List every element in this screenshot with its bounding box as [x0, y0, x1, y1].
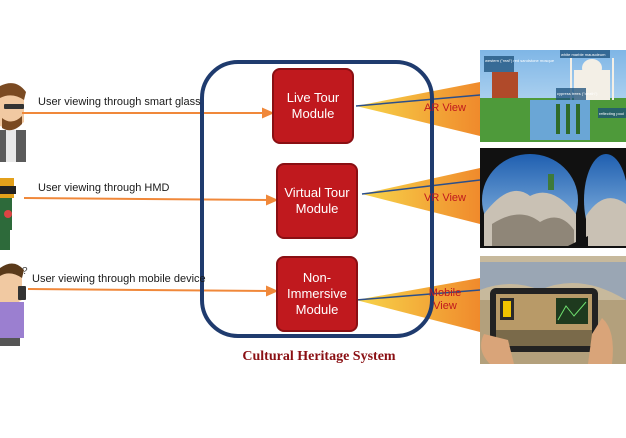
- cultural-heritage-system-box: [200, 60, 434, 338]
- svg-text:?: ?: [22, 266, 28, 277]
- ar-view-image: western ("real") red sandstone mosque wh…: [480, 50, 626, 142]
- live-tour-module: Live Tour Module: [272, 68, 354, 144]
- ar-annotation-mausoleum: white marble mausoleum: [561, 52, 606, 57]
- person-hmd-icon: [0, 178, 16, 250]
- view-label-mobile: Mobile View: [428, 287, 462, 312]
- person-mobile-icon: ?: [0, 263, 28, 346]
- view-label-vr: VR View: [424, 192, 466, 204]
- system-title: Cultural Heritage System: [242, 349, 396, 364]
- user-arrows: [22, 107, 279, 297]
- vr-view-image: [480, 148, 626, 248]
- person-smart-glass-icon: [0, 83, 26, 162]
- non-immersive-module: Non-Immersive Module: [276, 256, 358, 332]
- virtual-tour-module: Virtual Tour Module: [276, 163, 358, 239]
- mobile-view-image: [480, 256, 626, 364]
- user-label-hmd: User viewing through HMD: [38, 182, 170, 194]
- ar-annotation-mosque: western ("real") red sandstone mosque: [485, 58, 555, 63]
- view-label-ar: AR View: [424, 102, 466, 114]
- user-label-mobile: User viewing through mobile device: [32, 273, 206, 285]
- user-label-smart-glass: User viewing through smart glass: [38, 96, 201, 108]
- ar-annotation-pool: reflecting pool: [599, 111, 624, 116]
- ar-annotation-cypress: cypress trees ("death"): [557, 91, 598, 96]
